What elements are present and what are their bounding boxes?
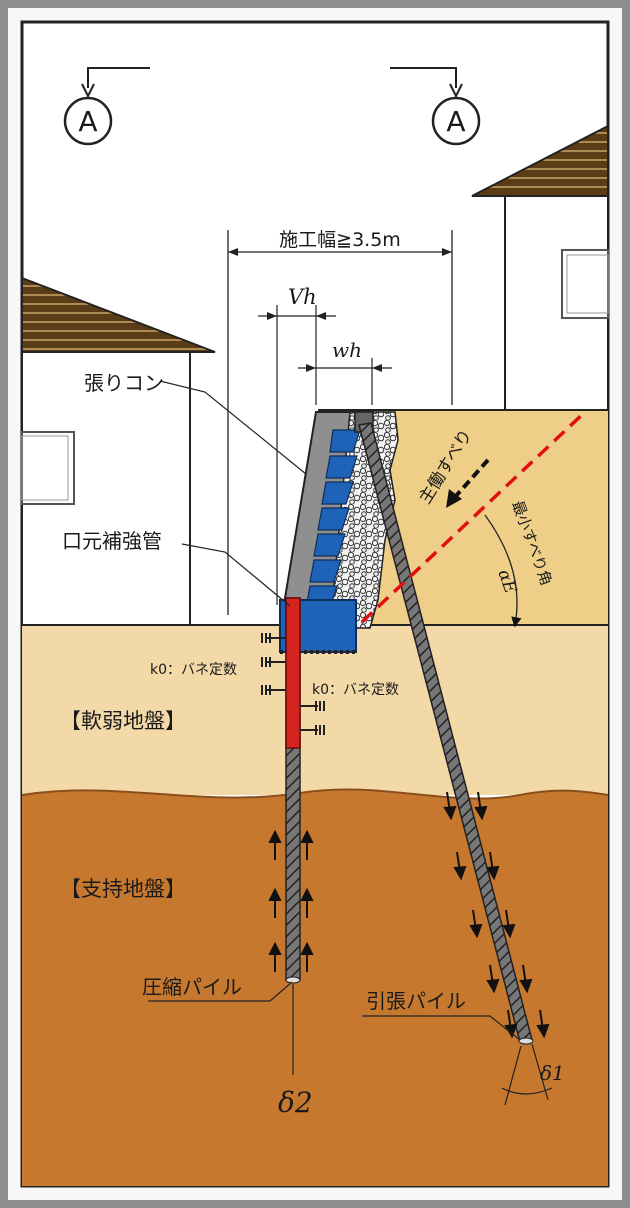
mouth-reinforcement-pipe (285, 597, 301, 749)
wh-label: wh (332, 338, 362, 362)
slip-angle-arc (484, 514, 522, 628)
slip-line (360, 410, 587, 624)
compression-pile (285, 597, 301, 1075)
facing-concrete-leader (159, 380, 307, 475)
mouth-reinforcement-leader (181, 543, 291, 607)
delta-1-dimension (501, 1043, 553, 1106)
soft-ground-label: 【軟弱地盤】 (60, 709, 186, 733)
k0-spring-label-1: k0：バネ定数 (150, 662, 237, 678)
tension-pile-label: 引張パイル (366, 989, 466, 1013)
section-marker-right: A (390, 67, 481, 146)
compression-pile-leader (148, 981, 293, 1002)
vh-dimension: Vh (258, 285, 336, 605)
left-house (21, 276, 216, 626)
delta-2-label: δ2 (278, 1086, 313, 1119)
section-marker-left-text: A (78, 105, 97, 138)
ground-boundary (21, 788, 609, 800)
spring-symbols (261, 633, 325, 735)
facing-concrete-label: 張りコン (84, 371, 164, 395)
section-marker-left: A (63, 67, 150, 146)
tension-pile-leader (362, 1015, 521, 1041)
vh-label: Vh (288, 285, 317, 309)
bearing-ground-label: 【支持地盤】 (60, 877, 186, 901)
tension-pile (358, 422, 534, 1045)
compression-pile-label: 圧縮パイル (142, 975, 242, 999)
mouth-reinforcement-label: 口元補強管 (62, 529, 162, 553)
section-marker-right-text: A (446, 105, 465, 138)
construction-width-dimension: 施工幅≧3.5m (227, 229, 453, 615)
compression-arrows (268, 829, 314, 972)
wh-dimension: wh (298, 338, 392, 405)
construction-width-label: 施工幅≧3.5m (279, 229, 401, 251)
bearing-ground-layer (22, 789, 608, 1186)
active-slip-arrow (446, 458, 490, 508)
k0-spring-label-2: k0：バネ定数 (312, 682, 399, 698)
right-house (471, 124, 609, 411)
delta-1-label: δ1 (540, 1061, 565, 1085)
